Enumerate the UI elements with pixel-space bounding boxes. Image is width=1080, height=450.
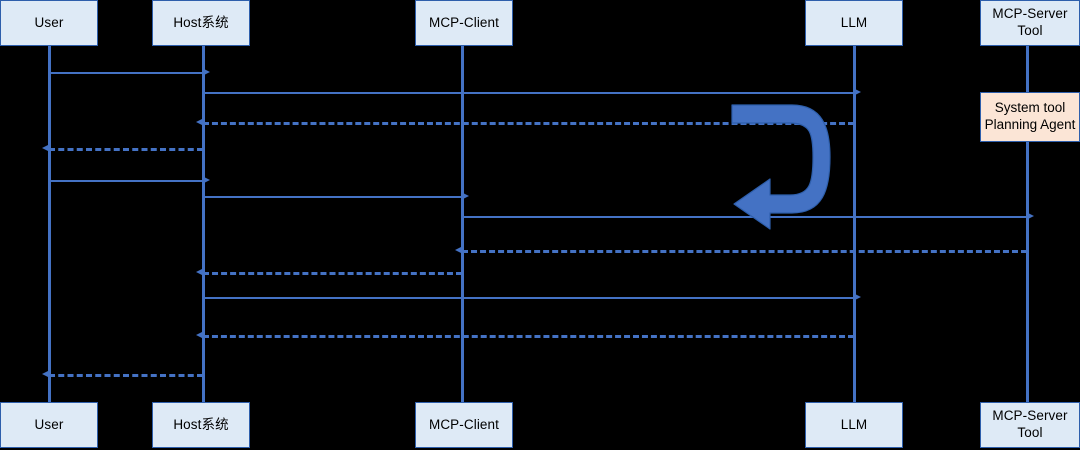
arrowhead-right-icon [1026,212,1034,220]
lifeline-user [47,46,51,402]
arrowhead-left-icon [196,331,204,339]
arrowhead-left-icon [42,370,50,378]
participant-box-top-host[interactable]: Host系统 [152,0,250,46]
arrowhead-right-icon [202,68,210,76]
participant-label: User [34,416,64,432]
message-line [203,335,854,338]
message-line [462,250,1027,253]
arrowhead-left-icon [42,144,50,152]
arrowhead-left-icon [196,268,204,276]
arrowhead-right-icon [202,176,210,184]
lifeline-mcp-client [460,46,464,402]
participant-label: Host系统 [173,14,229,30]
lifeline-mcp-server [1025,46,1029,402]
participant-label: MCP-Client [428,416,499,432]
message-line [49,148,203,151]
participant-box-bottom-host[interactable]: Host系统 [152,402,250,448]
lifeline-llm [852,46,856,402]
message-line [203,122,854,125]
arrowhead-left-icon [455,246,463,254]
message-line [462,216,1027,218]
message-line [49,374,203,377]
participant-box-bottom-user[interactable]: User [0,402,98,448]
curved-loop-arrow-icon [731,104,831,230]
participant-label: MCP-Client [428,14,499,30]
message-line [49,180,203,182]
participant-label: User [34,14,64,30]
message-line [203,196,462,198]
participant-label: LLM [840,416,868,432]
message-line [203,92,854,94]
participant-box-top-user[interactable]: User [0,0,98,46]
arrowhead-right-icon [853,88,861,96]
participant-box-top-llm[interactable]: LLM [805,0,903,46]
arrowhead-right-icon [461,192,469,200]
participant-box-bottom-mcp-client[interactable]: MCP-Client [415,402,513,448]
message-line [203,272,462,275]
participant-box-top-mcp-client[interactable]: MCP-Client [415,0,513,46]
message-line [49,72,203,74]
arrowhead-left-icon [196,118,204,126]
participant-box-bottom-llm[interactable]: LLM [805,402,903,448]
participant-label: LLM [840,14,868,30]
message-line [203,297,854,299]
participant-label: Host系统 [173,416,229,432]
lifeline-host [201,46,205,402]
arrowhead-right-icon [853,293,861,301]
